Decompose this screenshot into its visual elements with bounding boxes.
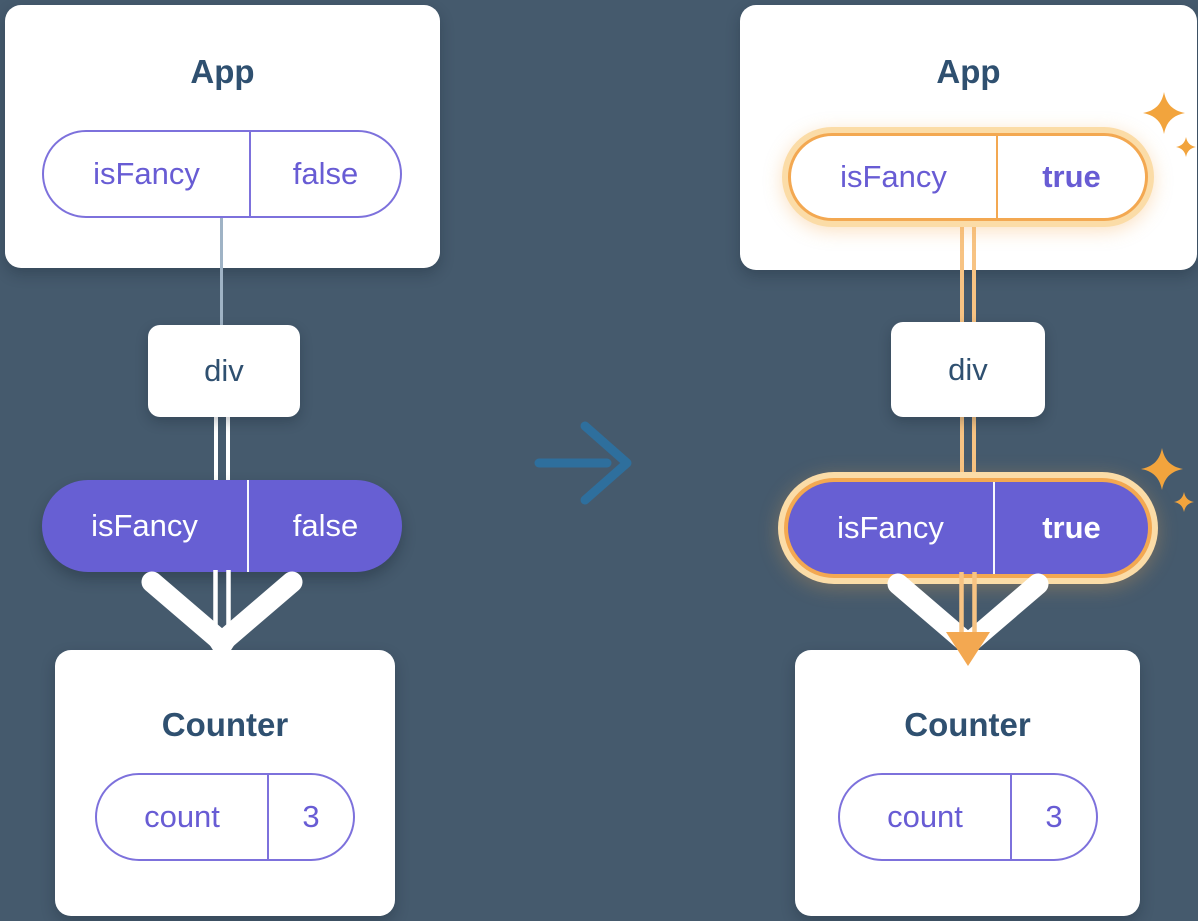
sparkle-icon — [1174, 492, 1194, 512]
right-counter-card: Counter count 3 — [795, 650, 1140, 916]
sparkle-icon — [1143, 92, 1185, 134]
state-name-label: count — [144, 799, 220, 834]
prop-name-label: isFancy — [837, 510, 944, 545]
left-passed-prop-pill: isFancy false — [42, 480, 402, 572]
left-div-box: div — [148, 325, 300, 417]
prop-value-label: true — [993, 482, 1148, 574]
state-value-label: 3 — [267, 775, 353, 859]
right-div-box: div — [891, 322, 1045, 417]
prop-name-label: isFancy — [840, 159, 947, 194]
prop-name-label: isFancy — [93, 156, 200, 191]
right-app-to-div-connector — [960, 225, 976, 325]
left-down-arrow-icon — [141, 570, 303, 664]
sparkle-icon — [1176, 137, 1196, 157]
right-counter-title: Counter — [904, 706, 1031, 743]
right-passed-prop-pill-highlighted: isFancy true — [788, 482, 1148, 574]
prop-value-label: true — [996, 136, 1145, 218]
left-app-to-div-connector — [220, 218, 223, 326]
right-div-to-prop-connector — [960, 414, 976, 486]
left-counter-card: Counter count 3 — [55, 650, 395, 916]
left-counter-title: Counter — [161, 706, 289, 743]
right-app-title: App — [936, 53, 1001, 90]
right-div-label: div — [948, 351, 988, 387]
right-down-arrow-icon — [887, 572, 1049, 666]
right-count-state-pill: count 3 — [838, 773, 1098, 861]
prop-value-label: false — [249, 132, 400, 216]
prop-name-label: isFancy — [91, 508, 198, 543]
left-app-prop-pill: isFancy false — [42, 130, 402, 218]
state-value-label: 3 — [1010, 775, 1096, 859]
left-app-title: App — [190, 53, 255, 90]
transform-arrow-icon — [534, 421, 632, 505]
state-name-label: count — [887, 799, 963, 834]
left-count-state-pill: count 3 — [95, 773, 355, 861]
sparkle-icon — [1141, 448, 1183, 490]
prop-value-label: false — [247, 480, 402, 572]
left-div-label: div — [204, 353, 244, 388]
right-app-prop-pill-highlighted: isFancy true — [788, 133, 1148, 221]
left-div-to-prop-connector — [214, 414, 230, 484]
